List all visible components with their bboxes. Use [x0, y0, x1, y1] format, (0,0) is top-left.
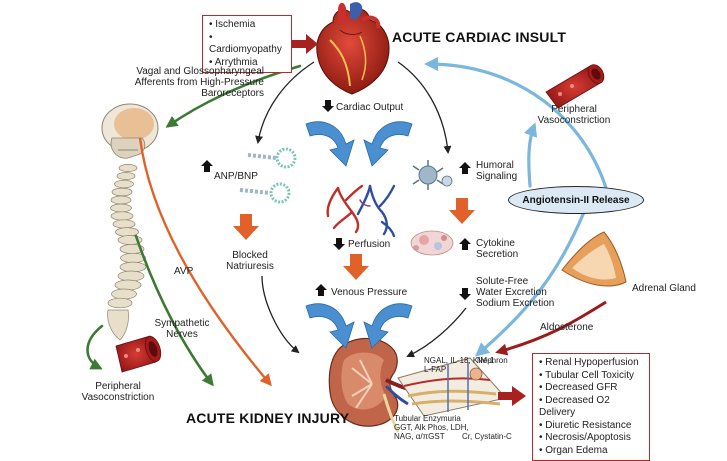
avp-arrow: [138, 137, 272, 387]
anp-bnp-label: ANP/BNP: [214, 171, 258, 182]
blue-curve-3: [305, 303, 355, 349]
anp-orange-arrow: [233, 214, 259, 240]
cause-item: Arrythmia: [209, 57, 285, 70]
skull-spine-illustration: [101, 103, 159, 341]
solute-line-3: Sodium Excretion: [476, 298, 555, 309]
venous-up-arrow: [315, 284, 327, 296]
cardiac-output-label: Cardiac Output: [336, 102, 404, 113]
orange-block-arrows: [233, 198, 475, 280]
box-to-heart-arrow: [292, 34, 318, 54]
venous-pressure-label: Venous Pressure: [331, 287, 408, 298]
peripheral-vaso-top-label: Peripheral Vasoconstriction: [528, 104, 620, 126]
natriuresis-line-2: Natriuresis: [226, 261, 274, 272]
humoral-up-arrow: [459, 162, 471, 174]
aldosterone-to-kidney-arrow: [495, 300, 607, 356]
solute-line-1: Solute-Free: [476, 276, 529, 287]
acute-cardiac-insult-title: ACUTE CARDIAC INSULT: [392, 29, 567, 45]
vaso-top-line-2: Vasoconstriction: [537, 115, 611, 126]
vagal-line-1: Vagal and Glossopharyngeal: [136, 66, 264, 77]
excretion-to-kidney-arrow: [406, 307, 467, 358]
cytokine-up-arrow: [459, 238, 471, 250]
vagal-label: Vagal and Glossopharyngeal Afferents fro…: [114, 66, 264, 99]
sympathetic-line-2: Nerves: [166, 329, 198, 340]
blue-curve-2: [363, 121, 413, 167]
sympathetic-to-vessel-arrow: [86, 324, 104, 370]
humoral-signaling-label: Humoral Signaling: [476, 160, 517, 182]
blocked-natriuresis-label: Blocked Natriuresis: [222, 250, 278, 272]
outcome-item: Diuretic Resistance: [539, 420, 643, 433]
sympathetic-nerves-label: Sympathetic Nerves: [150, 318, 214, 340]
avp-label: AVP: [174, 266, 194, 277]
cytokine-line-1: Cytokine: [476, 238, 515, 249]
sympathetic-to-kidney-arrow: [134, 234, 214, 387]
humoral-line-2: Signaling: [476, 171, 518, 182]
vagal-line-2: Afferents from High-Pressure: [134, 77, 264, 88]
blue-curve-4: [363, 303, 413, 349]
tubular-line-1: Tubular Enzymuria: [394, 414, 461, 423]
cytokine-cells-icon: [410, 230, 454, 256]
vascular-network-illustration: [326, 184, 396, 238]
cytokine-secretion-label: Cytokine Secretion: [476, 238, 518, 260]
insult-causes-box: Ischemia Cardiomyopathy Arrythmia: [202, 15, 292, 73]
cystatin-label: Cr, Cystatin-C: [462, 432, 512, 441]
peripheral-vaso-bottom-label: Peripheral Vasoconstriction: [72, 381, 164, 403]
vessel-top-right: [545, 64, 605, 109]
biomarkers-top-label: NGAL, IL-18, KIM-1 L-FAP: [424, 356, 494, 374]
outcome-item: Decreased O2 Delivery: [539, 395, 643, 420]
vaso-top-line-1: Peripheral: [551, 104, 597, 115]
angiotensin-ii-release-node: Angiotensin-II Release: [508, 186, 644, 214]
solute-free-label: Solute-Free Water Excretion Sodium Excre…: [476, 276, 554, 309]
humoral-line-1: Humoral: [476, 160, 514, 171]
outcome-item: Decreased GFR: [539, 382, 643, 395]
cause-item: Cardiomyopathy: [209, 32, 285, 57]
indicator-arrows: [201, 100, 471, 300]
perfusion-label: Perfusion: [348, 239, 391, 250]
humoral-cell-icon: [412, 160, 453, 190]
excretion-down-arrow: [459, 288, 471, 300]
sympathetic-line-1: Sympathetic: [154, 318, 210, 329]
nephron-label: Nephron: [477, 356, 508, 365]
outcome-item: Necrosis/Apoptosis: [539, 432, 643, 445]
cause-item: Ischemia: [209, 19, 285, 32]
angiotensin-to-heart-arrow: [424, 57, 608, 190]
aldosterone-label: Aldosterone: [540, 322, 594, 333]
acute-kidney-injury-title: ACUTE KIDNEY INJURY: [186, 410, 350, 426]
vaso-bottom-line-1: Peripheral: [95, 381, 141, 392]
natriuresis-to-kidney-arrow: [261, 275, 300, 354]
adrenal-gland-label: Adrenal Gland: [632, 283, 696, 294]
perfusion-orange-arrow: [343, 254, 369, 280]
outcome-item: Organ Edema: [539, 445, 643, 458]
adrenal-gland-illustration: [561, 231, 627, 287]
cytokine-line-2: Secretion: [476, 249, 519, 260]
anp-up-arrow: [201, 160, 213, 172]
kidney-to-outcome-arrow: [498, 386, 526, 406]
blue-curve-1: [305, 121, 355, 167]
heart-to-anp-arrow: [255, 61, 315, 144]
humoral-orange-arrow: [449, 198, 475, 224]
angiotensin-feedback-arrows: [424, 57, 608, 357]
tubular-enzymuria-label: Tubular Enzymuria GGT, Alk Phos, LDH, NA…: [394, 414, 469, 441]
heart-illustration: [316, 2, 390, 95]
perfusion-down-arrow: [333, 238, 345, 250]
biomarkers-line-2: L-FAP: [424, 365, 447, 374]
natriuresis-line-1: Blocked: [232, 250, 268, 261]
angiotensin-to-kidney-arrow: [474, 210, 586, 357]
blue-curved-arrows: [305, 121, 413, 349]
outcome-box: Renal Hypoperfusion Tubular Cell Toxicit…: [532, 353, 650, 461]
outcome-item: Tubular Cell Toxicity: [539, 370, 643, 383]
tubular-line-3: NAG, α/πGST: [394, 432, 445, 441]
vessel-bottom-left: [115, 335, 162, 373]
anp-bnp-molecules: [239, 147, 297, 204]
vaso-bottom-line-2: Vasoconstriction: [81, 392, 155, 403]
cardiac-output-down-arrow: [322, 100, 334, 112]
heart-to-humoral-arrow: [397, 61, 452, 154]
solute-line-2: Water Excretion: [476, 287, 547, 298]
tubular-line-2: GGT, Alk Phos, LDH,: [394, 423, 469, 432]
biomarkers-line-1: NGAL, IL-18, KIM-1: [424, 356, 495, 365]
angiotensin-to-vessel-arrow: [523, 122, 538, 188]
vagal-line-3: Baroreceptors: [201, 88, 264, 99]
outcome-item: Renal Hypoperfusion: [539, 357, 643, 370]
